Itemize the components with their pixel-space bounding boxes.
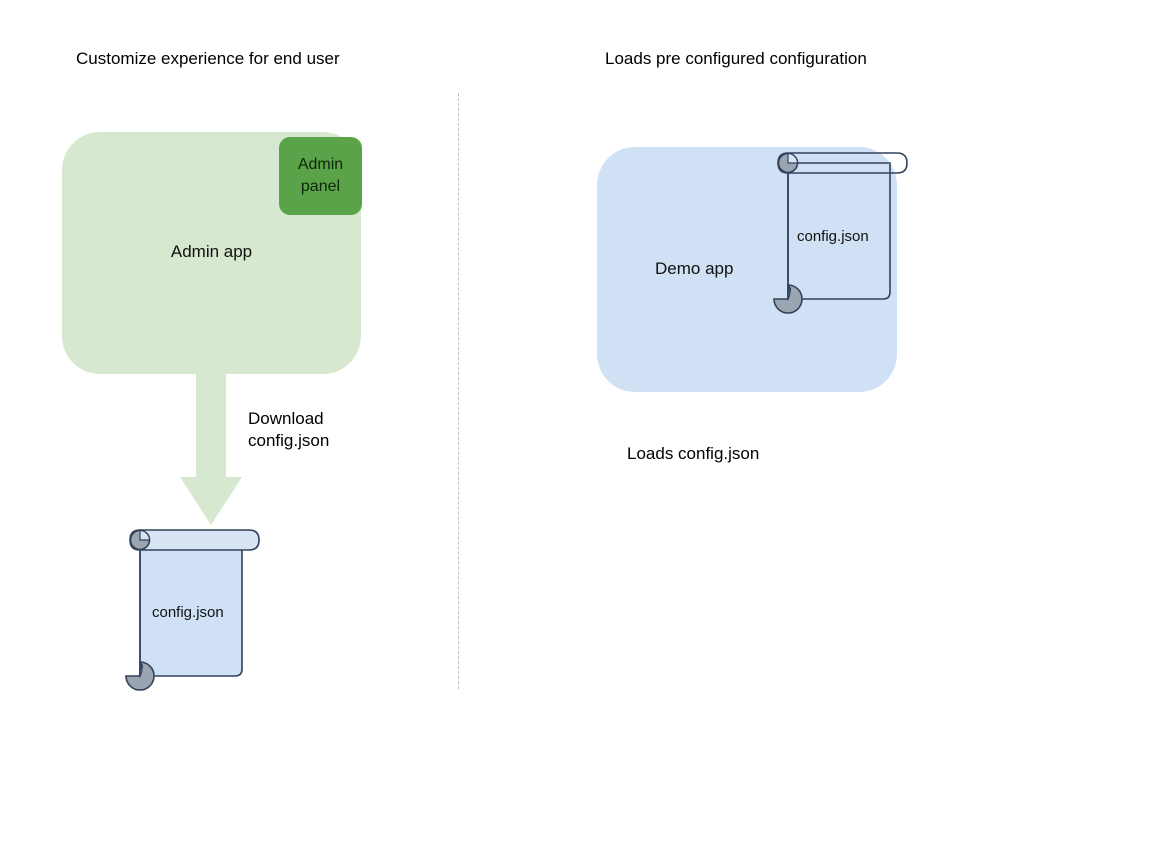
loads-config-caption: Loads config.json: [627, 444, 760, 463]
download-caption-line1: Download: [248, 409, 324, 428]
admin-app-label: Admin app: [170, 242, 253, 261]
column-divider: [458, 93, 459, 689]
admin-panel-box[interactable]: Admin panel: [279, 137, 362, 215]
admin-panel-label-line1: Admin: [297, 156, 344, 173]
config-json-label-left: config.json: [152, 604, 224, 621]
demo-app-label: Demo app: [655, 259, 734, 278]
document-bottom-curl: [773, 284, 803, 314]
config-json-document-right[interactable]: config.json: [766, 150, 914, 314]
document-top-roll: [777, 152, 908, 174]
config-json-label-right: config.json: [797, 228, 869, 245]
document-top-roll: [129, 529, 260, 551]
config-json-document-left[interactable]: config.json: [118, 527, 266, 691]
download-arrow-caption: Download config.json: [248, 408, 329, 452]
document-bottom-curl: [125, 661, 155, 691]
left-column-heading: Customize experience for end user: [76, 49, 340, 68]
document-body: [139, 539, 243, 677]
download-arrow-icon: [180, 373, 242, 525]
download-caption-line2: config.json: [248, 431, 330, 450]
admin-panel-label: Admin panel: [298, 154, 343, 198]
right-column-heading: Loads pre configured configuration: [605, 49, 867, 68]
down-arrow-shape: [180, 373, 242, 525]
admin-panel-label-line2: panel: [300, 178, 341, 195]
document-roll-knob-highlight: [787, 152, 799, 164]
document-body: [787, 162, 891, 300]
demo-app-box[interactable]: Demo app: [597, 147, 897, 392]
document-roll-knob-highlight: [139, 529, 151, 541]
